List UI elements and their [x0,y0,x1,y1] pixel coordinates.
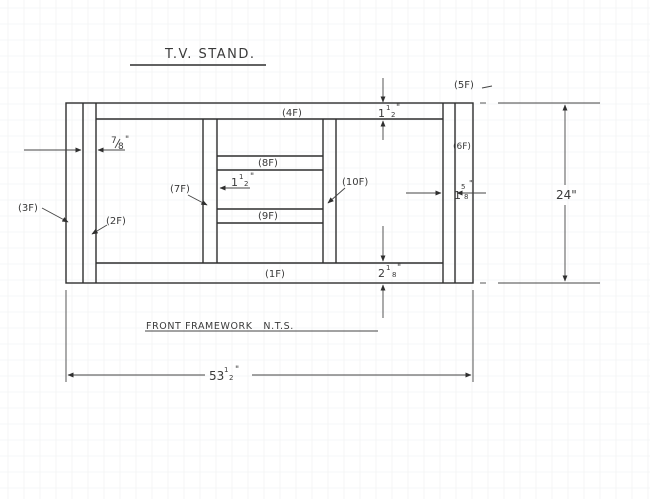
svg-text:": " [469,179,473,188]
svg-text:2: 2 [229,374,233,382]
dim-stile-slash [114,138,121,149]
leader-7f [187,194,208,206]
svg-text:8: 8 [392,271,396,279]
label-8f: (8F) [258,158,278,169]
label-7f: (7F) [170,184,190,195]
dim-bottom-rail-text: 2 1 8 " [378,263,401,280]
dim-height-text: 24" [556,188,577,202]
label-10f: (10F) [342,177,368,188]
svg-text:1: 1 [454,189,461,202]
label-6f: (6F) [453,142,471,152]
leader-3f [41,207,69,223]
label-4f: (4F) [282,108,302,119]
svg-text:7: 7 [111,136,117,146]
svg-text:8: 8 [464,193,468,201]
drawing-subtitle: FRONT FRAMEWORK N.T.S. [146,321,294,332]
dim-top-rail-text: 1 1 2 " [378,103,400,120]
svg-text:53: 53 [209,369,224,383]
drawing-title: T.V. STAND. [164,47,255,62]
svg-text:": " [396,103,400,113]
dim-rail-gap-text: 1 1 2 " [231,172,254,189]
dim-width-text: 53 1 2 " [209,365,239,383]
svg-text:2: 2 [391,111,395,119]
svg-text:8: 8 [118,142,124,152]
label-1f: (1F) [265,269,285,280]
leader-5f-dash [481,85,493,89]
svg-text:1: 1 [386,104,390,112]
svg-text:5: 5 [461,183,465,191]
svg-text:1: 1 [231,176,238,189]
svg-text:2: 2 [378,267,385,280]
leader-10f [327,187,346,204]
svg-text:1: 1 [239,173,243,181]
dim-stile-text: 7 8 " [111,135,129,152]
svg-text:1: 1 [378,107,385,120]
label-5f: (5F) [454,80,474,91]
leader-2f [91,224,108,235]
svg-text:": " [125,135,129,145]
dim-right-stile-text: 1 5 8 " [454,179,473,202]
label-3f: (3F) [18,203,38,214]
svg-text:1: 1 [224,366,228,374]
svg-text:": " [397,263,401,273]
svg-text:": " [235,365,239,375]
label-2f: (2F) [106,216,126,227]
svg-text:": " [250,172,254,182]
label-9f: (9F) [258,211,278,222]
svg-text:2: 2 [244,180,248,188]
svg-text:1: 1 [386,264,390,272]
